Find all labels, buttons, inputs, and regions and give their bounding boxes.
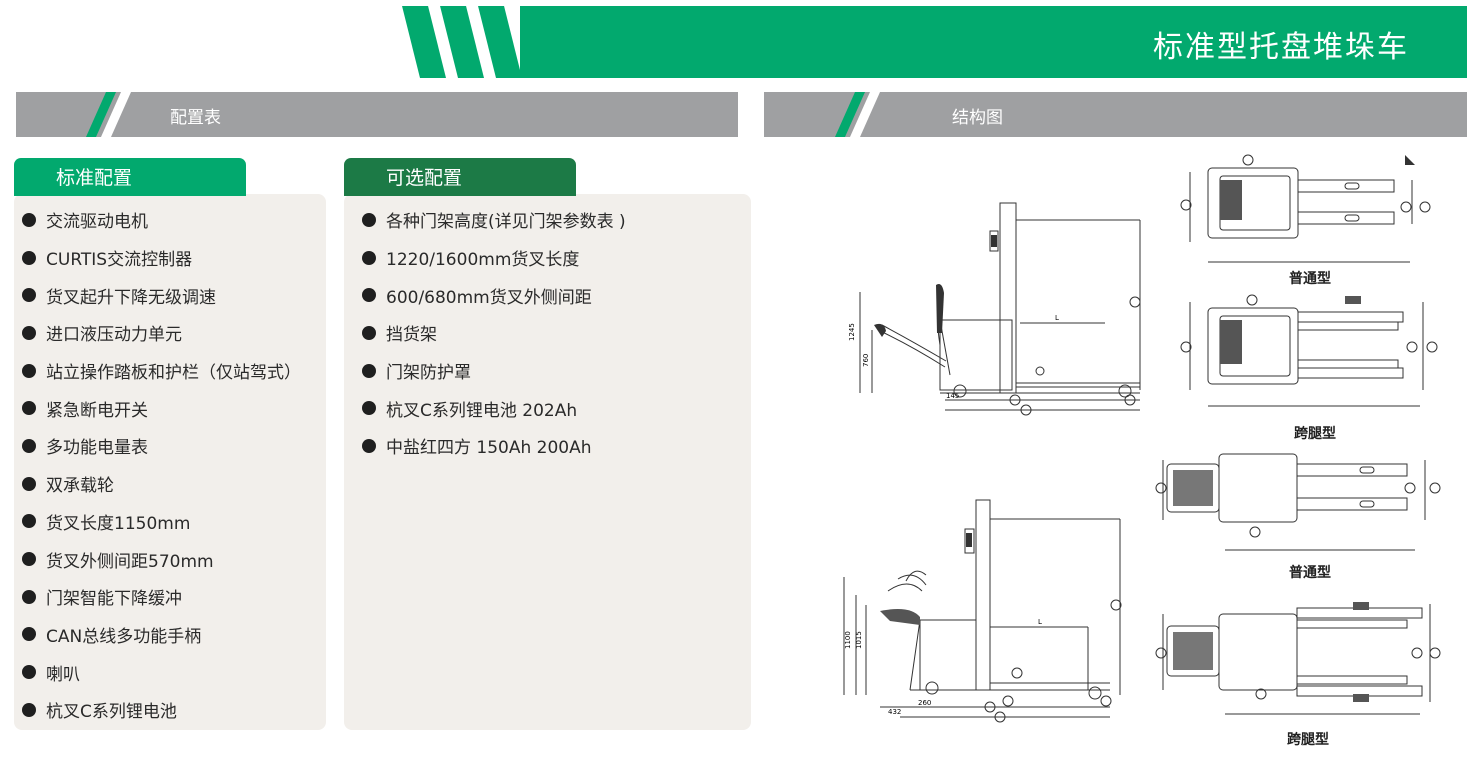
side-view-drawing-straddle: 1419 1100 1015 432 260 L: [843, 499, 1122, 723]
bullet-icon: [22, 627, 36, 642]
bullet-icon: [22, 665, 36, 680]
config-section-header: [16, 92, 738, 137]
standard-config-item-text: 多功能电量表: [46, 438, 148, 459]
optional-config-item: 中盐红四方 150Ah 200Ah: [362, 427, 747, 465]
bullet-icon: [362, 438, 376, 453]
optional-config-item: 1220/1600mm货叉长度: [362, 239, 747, 277]
standard-config-item: 杭叉C系列锂电池: [22, 691, 322, 729]
dim-label: 1100: [844, 631, 852, 649]
optional-config-item-text: 各种门架高度(详见门架参数表 ): [386, 212, 626, 233]
standard-config-item-text: 进口液压动力单元: [46, 325, 182, 346]
tab-standard-config: 标准配置: [14, 158, 246, 196]
banner-stripe: [440, 6, 484, 78]
top-view-label: 跨腿型: [1294, 426, 1336, 442]
bullet-icon: [22, 401, 36, 416]
standard-config-item: CAN总线多功能手柄: [22, 616, 322, 654]
standard-config-item: 喇叭: [22, 653, 322, 691]
standard-config-item-text: 门架智能下降缓冲: [46, 589, 182, 610]
standard-config-item-text: 交流驱动电机: [46, 212, 148, 233]
tab-optional-config: 可选配置: [344, 158, 576, 196]
bullet-icon: [362, 250, 376, 265]
bullet-icon: [22, 514, 36, 529]
top-view-label: 普通型: [1289, 271, 1331, 287]
standard-config-item: 多功能电量表: [22, 427, 322, 465]
standard-config-item: 双承载轮: [22, 465, 322, 503]
dim-label: 1015: [855, 631, 863, 649]
bullet-icon: [22, 438, 36, 453]
standard-config-item-text: 站立操作踏板和护栏（仅站驾式）: [46, 363, 301, 384]
page-title: 标准型托盘堆垛车: [1153, 30, 1409, 65]
config-section-title: 配置表: [170, 108, 221, 128]
standard-config-item-text: 货叉起升下降无级调速: [46, 287, 216, 308]
optional-config-item-text: 600/680mm货叉外侧间距: [386, 287, 592, 308]
top-view-label: 跨腿型: [1287, 732, 1329, 748]
bullet-icon: [22, 476, 36, 491]
dim-label: 145: [946, 392, 959, 400]
optional-config-list: 各种门架高度(详见门架参数表 ) 1220/1600mm货叉长度 600/680mm…: [362, 201, 747, 465]
optional-config-item-text: 杭叉C系列锂电池 202Ah: [386, 400, 578, 421]
standard-config-item: 站立操作踏板和护栏（仅站驾式）: [22, 352, 322, 390]
top-view-drawing-3: [1155, 453, 1441, 551]
dim-label: 260: [918, 699, 931, 707]
dim-label: 1245: [848, 323, 856, 341]
optional-config-item: 600/680mm货叉外侧间距: [362, 276, 747, 314]
top-view-label: 普通型: [1289, 565, 1331, 581]
optional-config-item-text: 门架防护罩: [386, 363, 471, 384]
bullet-icon: [362, 325, 376, 340]
optional-config-item-text: 1220/1600mm货叉长度: [386, 250, 580, 271]
standard-config-item: 货叉外侧间距570mm: [22, 540, 322, 578]
bullet-icon: [22, 589, 36, 604]
optional-config-item: 挡货架: [362, 314, 747, 352]
optional-config-item-text: 挡货架: [386, 325, 437, 346]
standard-config-item: 门架智能下降缓冲: [22, 578, 322, 616]
standard-config-item-text: 紧急断电开关: [46, 400, 148, 421]
top-view-drawing-4: [1155, 602, 1441, 715]
bullet-icon: [22, 552, 36, 567]
structure-section-header: [764, 92, 1467, 137]
bullet-icon: [22, 325, 36, 340]
optional-config-panel: [344, 194, 751, 730]
standard-config-item-text: 喇叭: [46, 664, 80, 685]
standard-config-item-text: 货叉长度1150mm: [46, 513, 191, 534]
banner-stripe: [402, 6, 446, 78]
bullet-icon: [362, 212, 376, 227]
standard-config-item-text: CAN总线多功能手柄: [46, 626, 202, 647]
standard-config-item: 交流驱动电机: [22, 201, 322, 239]
optional-config-item: 各种门架高度(详见门架参数表 ): [362, 201, 747, 239]
bullet-icon: [22, 250, 36, 265]
bullet-icon: [22, 212, 36, 227]
side-view-drawing-standard: 1245 760 145 L: [848, 202, 1141, 416]
standard-config-item-text: CURTIS交流控制器: [46, 250, 193, 271]
optional-config-item: 杭叉C系列锂电池 202Ah: [362, 389, 747, 427]
standard-config-item-text: 货叉外侧间距570mm: [46, 551, 214, 572]
dim-label: 432: [888, 708, 901, 716]
optional-config-item-text: 中盐红四方 150Ah 200Ah: [386, 438, 592, 459]
banner-stripe: [478, 6, 522, 78]
bullet-icon: [22, 363, 36, 378]
standard-config-panel: [14, 194, 326, 730]
standard-config-item: 货叉起升下降无级调速: [22, 276, 322, 314]
standard-config-item: 紧急断电开关: [22, 389, 322, 427]
top-view-drawing-1: [1180, 154, 1431, 263]
standard-config-item: 货叉长度1150mm: [22, 503, 322, 541]
bullet-icon: [362, 401, 376, 416]
optional-config-item: 门架防护罩: [362, 352, 747, 390]
standard-config-item: 进口液压动力单元: [22, 314, 322, 352]
dim-label: L: [1038, 618, 1042, 626]
bullet-icon: [22, 702, 36, 717]
dim-label: L: [1055, 314, 1059, 322]
standard-config-list: 交流驱动电机 CURTIS交流控制器货叉起升下降无级调速进口液压动力单元站立操作踏…: [22, 201, 322, 729]
structure-section-title: 结构图: [952, 108, 1003, 128]
standard-config-item-text: 杭叉C系列锂电池: [46, 702, 177, 723]
standard-config-item: CURTIS交流控制器: [22, 239, 322, 277]
standard-config-item-text: 双承载轮: [46, 476, 114, 497]
banner-bar: [520, 6, 1467, 78]
dim-label: 760: [862, 354, 870, 367]
bullet-icon: [362, 288, 376, 303]
bullet-icon: [22, 288, 36, 303]
bullet-icon: [362, 363, 376, 378]
top-view-drawing-2: [1180, 294, 1438, 407]
